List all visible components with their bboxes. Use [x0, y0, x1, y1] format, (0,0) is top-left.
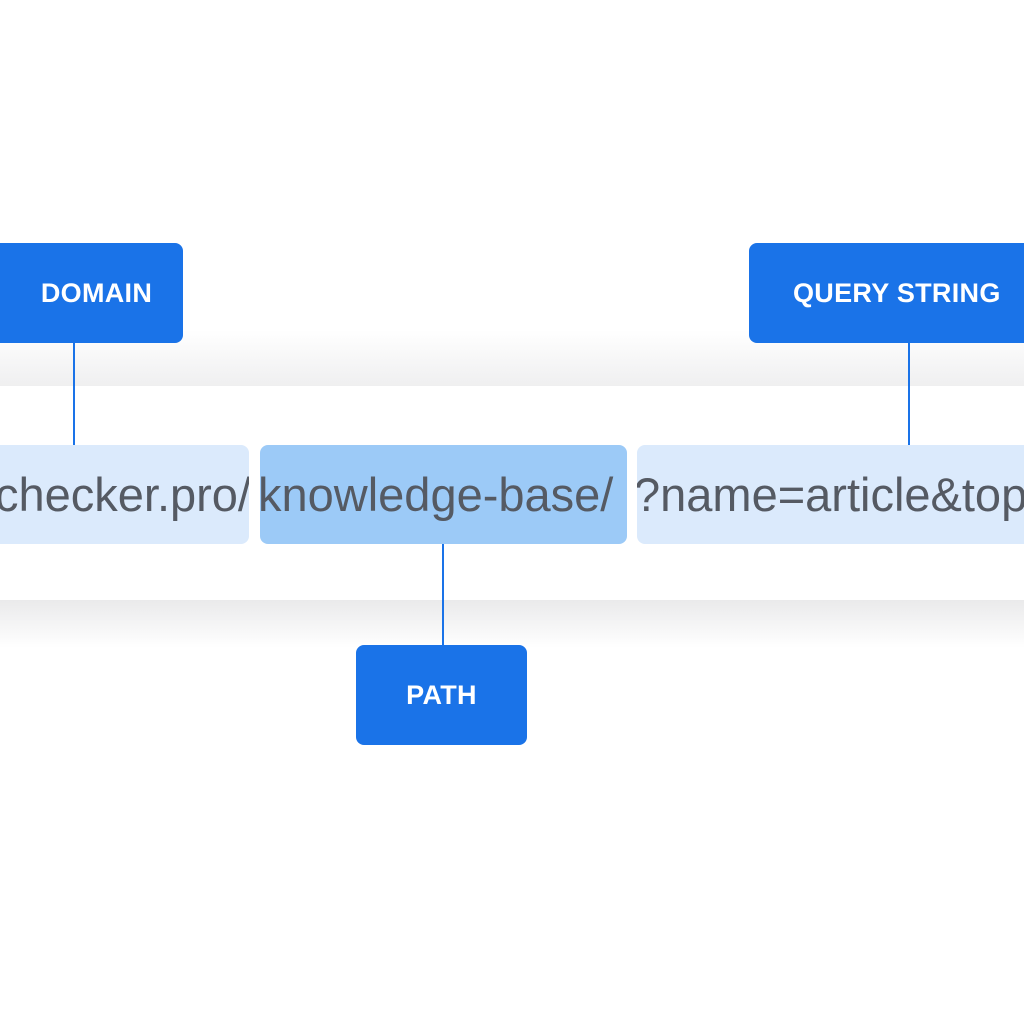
url-bar-shadow-bottom: [0, 598, 1024, 648]
domain-connector-line: [73, 343, 75, 445]
query-string-label: QUERY STRING: [749, 243, 1024, 343]
url-domain-text: checker.pro/: [0, 468, 249, 521]
url-query-text: ?name=article&top: [637, 468, 1024, 521]
path-label: PATH: [356, 645, 527, 745]
query-connector-line: [908, 343, 910, 445]
url-segment-path: knowledge-base/: [260, 445, 627, 544]
path-connector-line: [442, 544, 444, 645]
url-path-text: knowledge-base/: [260, 468, 614, 521]
url-segment-query: ?name=article&top: [637, 445, 1024, 544]
domain-label: DOMAIN: [0, 243, 183, 343]
url-segment-domain: checker.pro/: [0, 445, 249, 544]
